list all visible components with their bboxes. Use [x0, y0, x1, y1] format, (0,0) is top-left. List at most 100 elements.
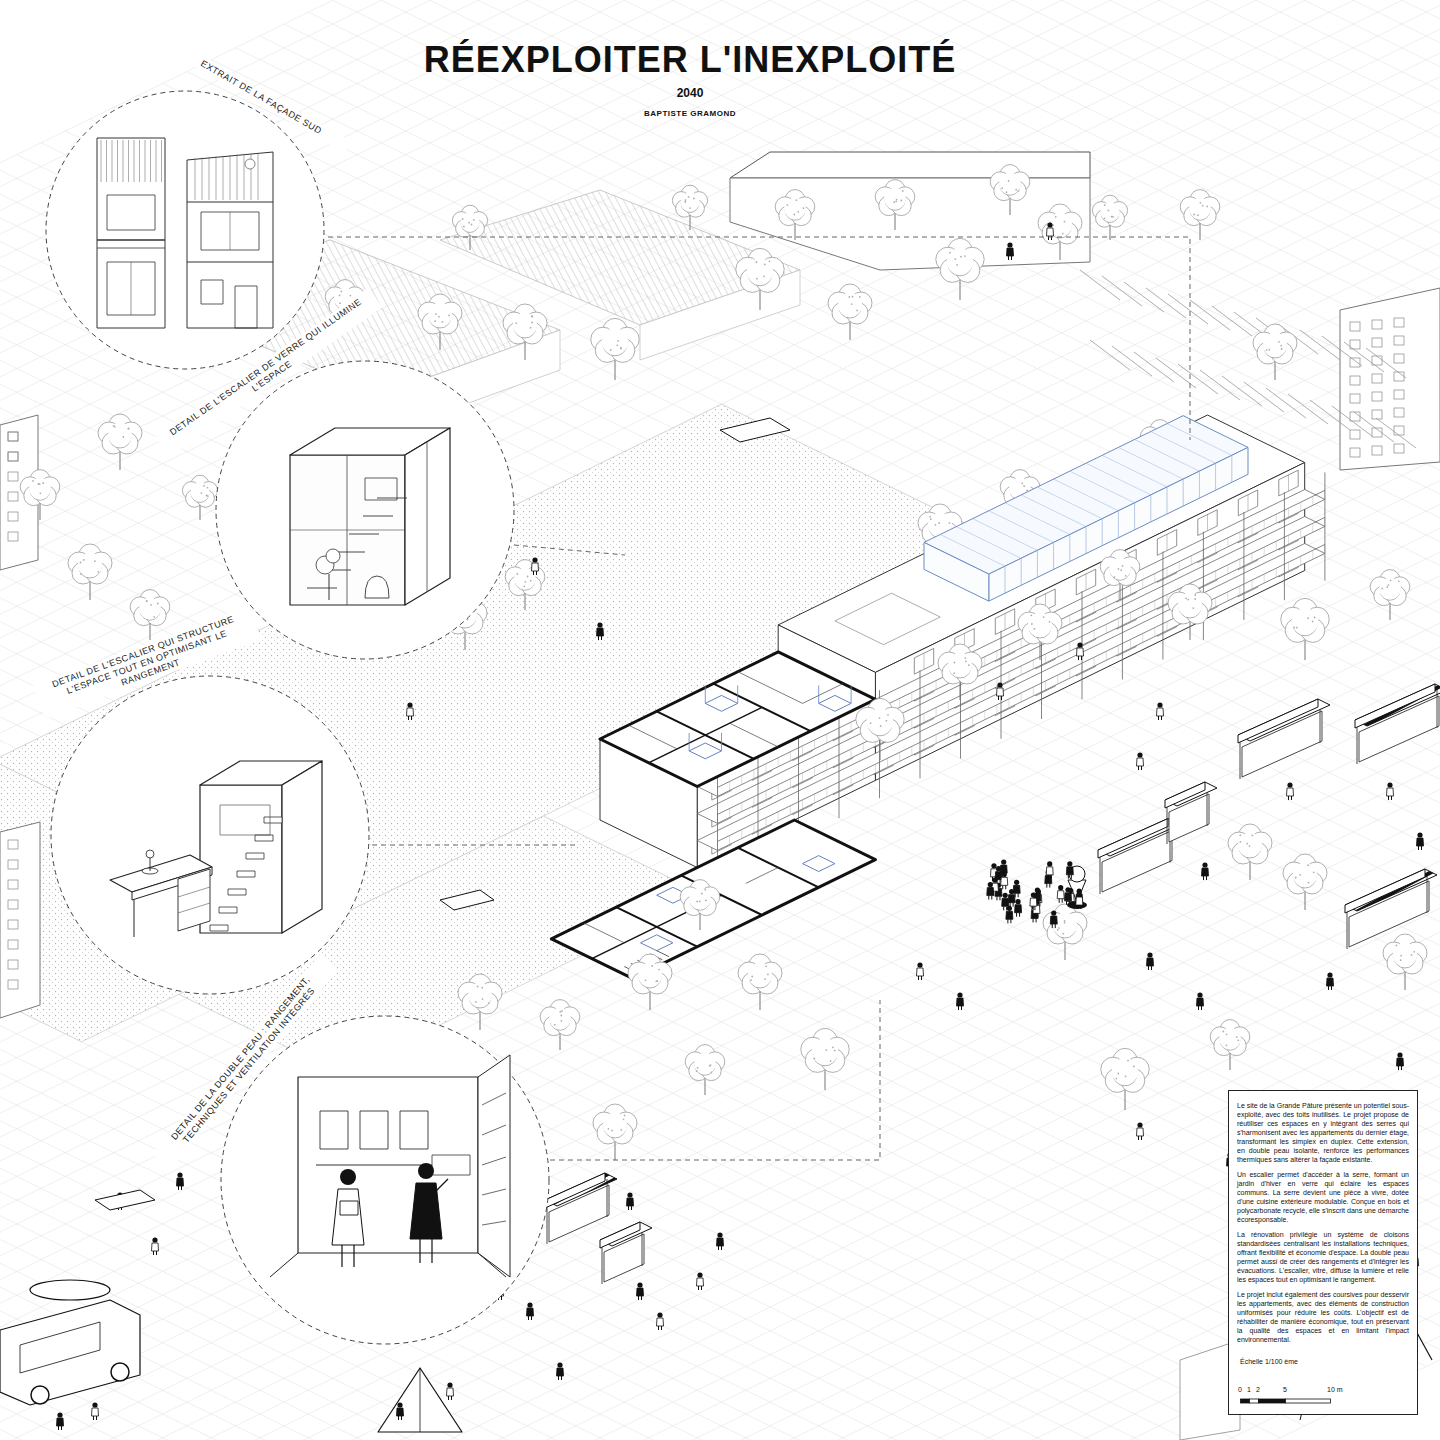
leaf-dot	[473, 219, 475, 221]
rail-slat	[1057, 675, 1058, 684]
rail-slat	[766, 791, 767, 800]
leaf-dot	[949, 252, 951, 254]
leaf-dot	[1237, 1039, 1239, 1041]
lamp	[146, 850, 154, 858]
person	[92, 1402, 99, 1420]
paving-line	[0, 329, 1440, 1438]
body	[1006, 911, 1013, 919]
tree-crown-fill	[838, 293, 862, 317]
leg	[1198, 1006, 1199, 1010]
leg	[918, 976, 919, 980]
person	[1397, 1052, 1404, 1070]
circle-outline	[45, 90, 325, 370]
tree	[628, 954, 672, 1010]
leaf-dot	[560, 1015, 562, 1017]
head	[418, 1163, 434, 1179]
body	[527, 1308, 534, 1316]
rail-slat	[1167, 595, 1168, 604]
leaf-dot	[870, 722, 872, 724]
leaf-dot	[704, 889, 706, 891]
tree-crown-fill	[190, 482, 209, 501]
stall-post	[642, 1228, 643, 1266]
leg	[178, 1186, 179, 1190]
leaf-dot	[471, 224, 473, 226]
window	[201, 280, 223, 304]
rail-slat	[1118, 645, 1119, 654]
market-stall	[1098, 819, 1180, 895]
greenhouse-slat	[216, 156, 217, 200]
leaf-dot	[341, 291, 343, 293]
tree-crown-fill	[1292, 608, 1318, 634]
paving-line	[0, 139, 1440, 1248]
leaf-dot	[856, 310, 858, 312]
tree	[20, 470, 60, 520]
stair-tread	[307, 588, 337, 589]
leaf-dot	[530, 327, 532, 329]
technical-core	[689, 733, 690, 751]
person	[1287, 782, 1294, 800]
tree-crown-fill	[1393, 943, 1417, 967]
leaf-dot	[685, 199, 687, 201]
rail-slat	[1312, 523, 1313, 532]
leaf-dot	[696, 901, 698, 903]
leaf-dot	[523, 585, 525, 587]
leg	[1328, 986, 1329, 990]
truck-hatch	[20, 1322, 100, 1373]
rail-slat	[984, 684, 985, 693]
greenhouse-slat	[195, 158, 196, 200]
paving-line	[551, 638, 1440, 1440]
person	[697, 1272, 704, 1290]
window	[1238, 490, 1257, 516]
leaf-dot	[1193, 214, 1195, 216]
body	[1147, 958, 1154, 966]
scale-number: 0	[1238, 1385, 1242, 1394]
stair-box-front	[200, 785, 282, 933]
leaf-dot	[953, 672, 955, 674]
leader-line	[550, 1000, 880, 1160]
leaf-dot	[616, 344, 618, 346]
head	[657, 1312, 662, 1317]
paving-line	[0, 0, 1440, 1105]
tree	[936, 238, 984, 300]
tree-crown-fill	[748, 963, 772, 987]
paving-line	[0, 0, 1434, 1070]
leaf-dot	[756, 278, 758, 280]
leg	[701, 1286, 702, 1290]
leaf-dot	[787, 204, 789, 206]
greenhouse-slat	[223, 156, 224, 200]
panel-paragraph: Le site de la Grande Pâture présente un …	[1237, 1101, 1409, 1164]
person	[1066, 861, 1073, 879]
rail-slat	[1069, 642, 1070, 651]
leg	[1068, 875, 1069, 879]
leg	[1019, 913, 1020, 917]
body	[1287, 788, 1294, 796]
tree	[775, 190, 815, 240]
person	[1417, 832, 1424, 850]
rail-slat	[972, 717, 973, 726]
body	[1001, 877, 1008, 885]
rail-slat	[1252, 580, 1253, 589]
tree-crown-fill	[884, 188, 906, 210]
body	[1045, 876, 1052, 884]
rail-slat	[1021, 693, 1022, 702]
detail-circle: DETAIL DE LA DOUBLE PEAU : RANGEMENT, TE…	[220, 1015, 550, 1345]
head	[1077, 642, 1082, 647]
leg	[1138, 766, 1139, 770]
detail-circle: DETAIL DE L'ESCALIER QUI STRUCTURE L'ESP…	[50, 675, 370, 995]
leaf-dot	[1117, 1073, 1119, 1075]
tree-crown-fill	[1100, 202, 1119, 221]
paving-line	[0, 0, 1337, 1022]
leaf-dot	[1386, 586, 1388, 588]
leaf-dot	[1104, 204, 1106, 206]
body	[997, 688, 1004, 696]
shelf	[482, 1157, 506, 1165]
tree-crown-fill	[1379, 578, 1401, 600]
head	[1031, 893, 1036, 898]
leaf-dot	[834, 1050, 836, 1052]
leg	[1046, 884, 1047, 888]
leaf-dot	[1023, 485, 1025, 487]
window-mullion	[1167, 534, 1168, 550]
rail-slat	[1106, 624, 1107, 633]
rail-slat	[1300, 556, 1301, 565]
rail-slat	[802, 800, 803, 809]
